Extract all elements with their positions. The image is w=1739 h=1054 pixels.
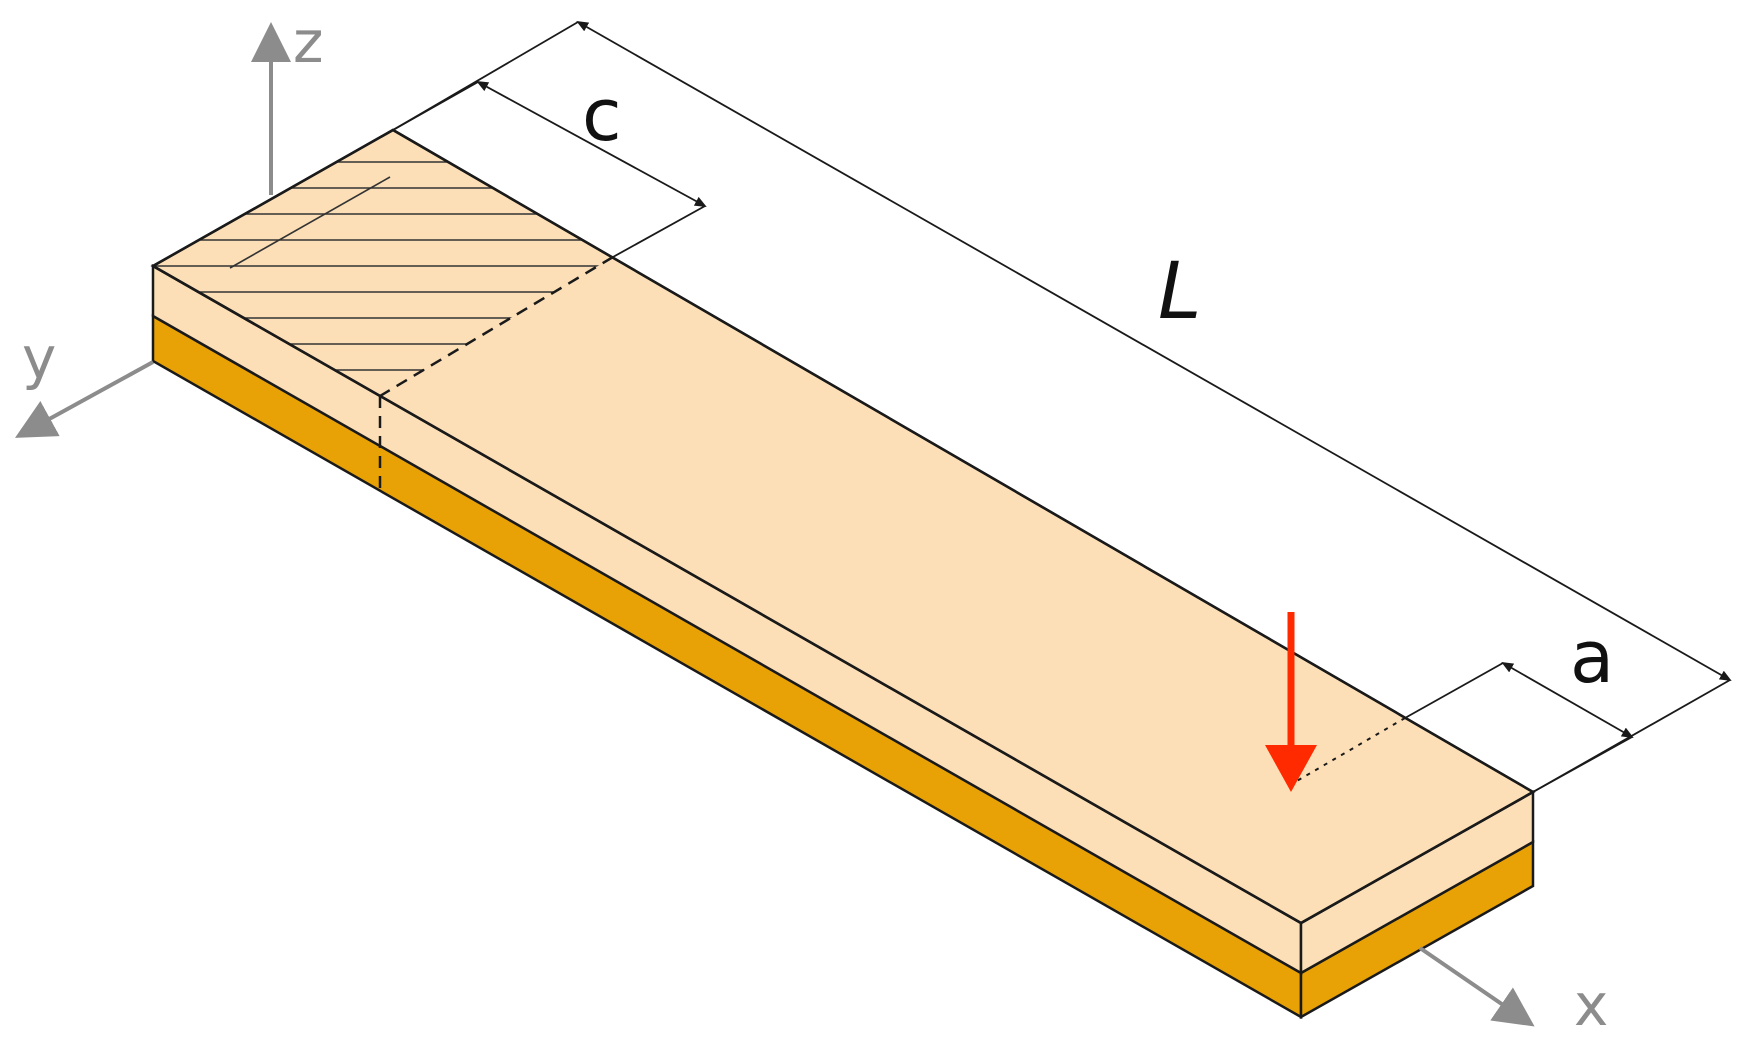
dim-L-extension-1 [392,21,579,131]
down-arrow-icon [1265,612,1317,792]
dim-c-extension-2 [612,205,706,258]
dim-L-arrow-icon [576,21,1732,681]
dim-a-extension-2 [1532,736,1633,793]
crack-front-dashed-top [379,255,614,398]
z-axis-label: z [293,8,323,76]
x-axis-icon [1418,946,1535,1027]
beam-top-surface [150,128,1536,925]
dim-c-label: c [582,73,622,157]
y-axis-icon [14,360,154,438]
y-axis-label: y [22,324,56,392]
load-position-dotted-line [1289,717,1406,786]
dim-L-label: L [1158,247,1201,337]
dim-a-label: a [1570,615,1614,699]
x-axis-label: x [1574,971,1608,1039]
dim-a-extension-1 [1404,662,1504,719]
dim-a-arrow-icon [1501,662,1634,738]
